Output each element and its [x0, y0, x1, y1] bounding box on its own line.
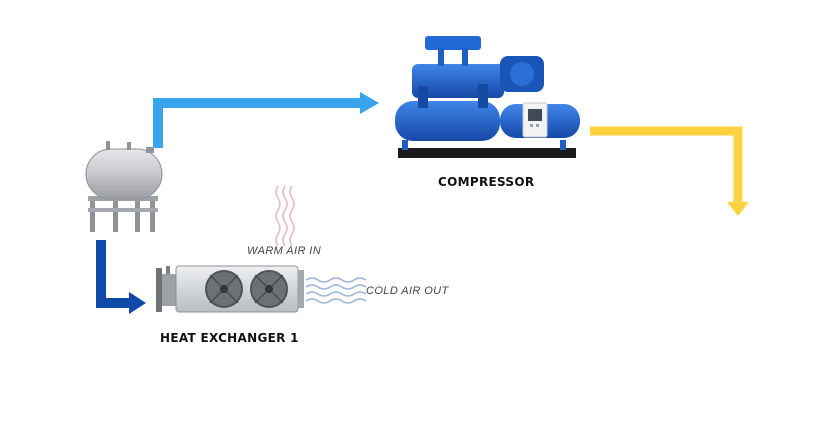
- discharge-line-arrow: [590, 131, 749, 216]
- heat-exchanger-icon: [156, 266, 304, 312]
- cold-air-waves-icon: [306, 278, 366, 303]
- compressor-icon: [395, 36, 580, 158]
- compressor-label: COMPRESSOR: [438, 175, 534, 189]
- cold-air-label: COLD AIR OUT: [366, 285, 449, 297]
- suction-line-arrow: [158, 92, 379, 148]
- liquid-line-arrow: [101, 240, 146, 314]
- warm-air-label: WARM AIR IN: [247, 245, 321, 257]
- receiver-tank-icon: [86, 141, 162, 232]
- warm-air-waves-icon: [276, 186, 294, 246]
- heat-exchanger-label: HEAT EXCHANGER 1: [160, 331, 299, 345]
